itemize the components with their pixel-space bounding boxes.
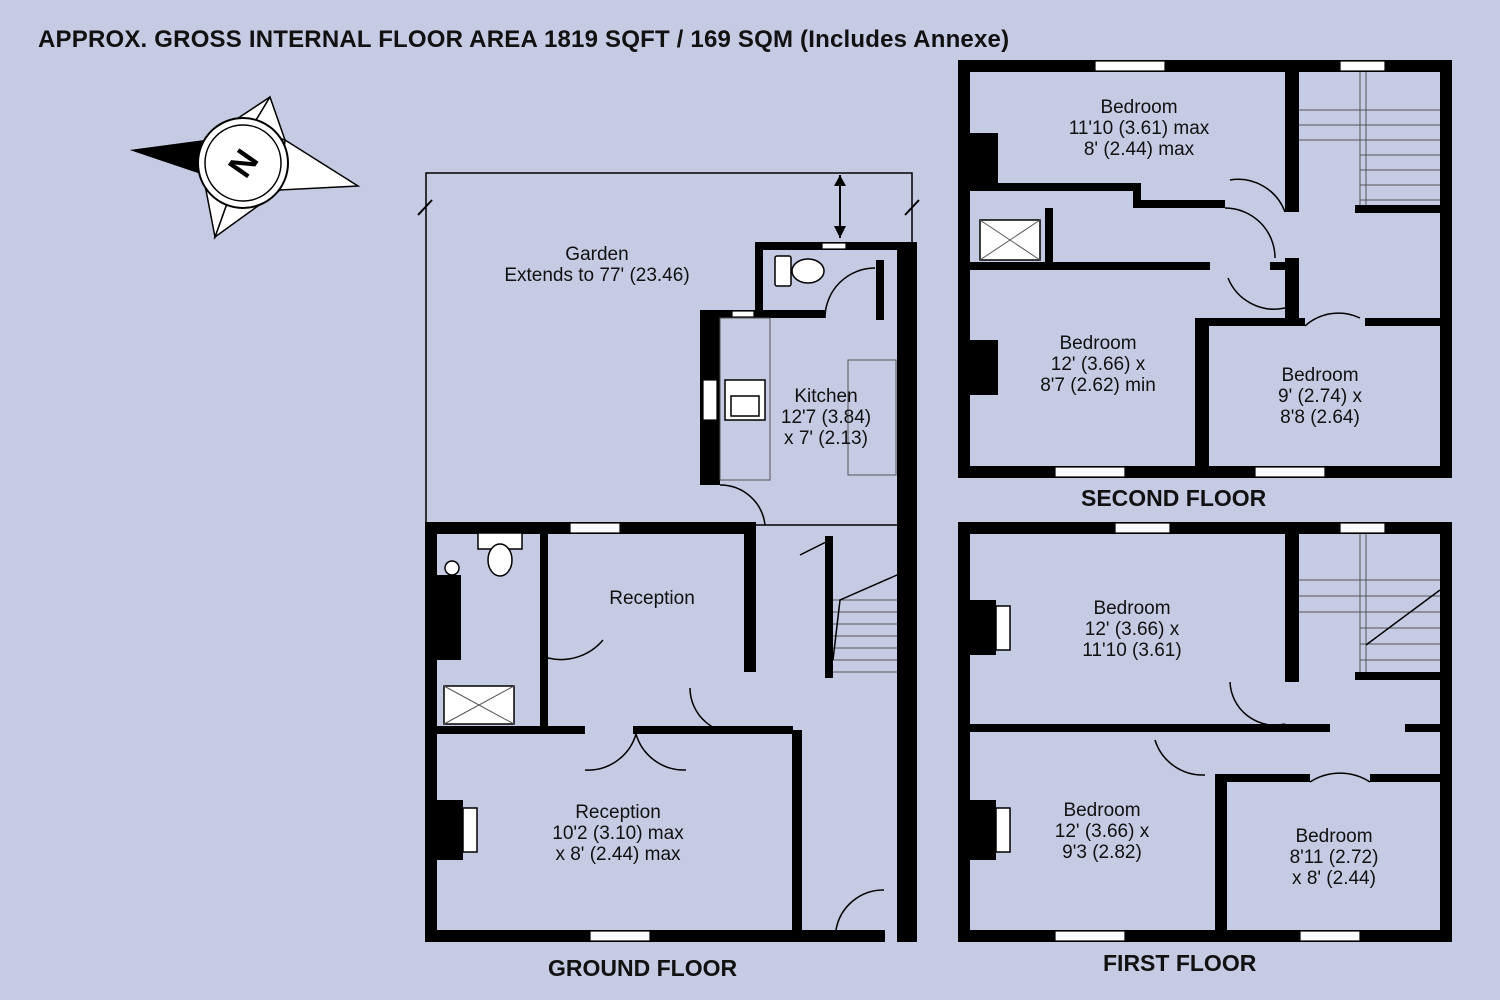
first-bedroom-top-dimension-2: 11'10 (3.61) (1082, 640, 1182, 661)
second-bedroom-left-name: Bedroom (1059, 333, 1137, 354)
second-bedroom-right-dimension-1: 9' (2.74) x (1278, 386, 1362, 407)
room-first-bedroom-right: Bedroom 8'11 (2.72) x 8' (2.44) (1290, 826, 1379, 889)
garden-dimension: Extends to 77' (23.46) (504, 265, 690, 286)
second-bedroom-left-dimension-2: 8'7 (2.62) min (1040, 375, 1156, 396)
kitchen-dimension-1: 12'7 (3.84) (780, 407, 872, 428)
garden-name: Garden (565, 244, 629, 265)
ground-floor-label: GROUND FLOOR (548, 955, 738, 981)
second-bedroom-top-name: Bedroom (1100, 97, 1178, 118)
ground-floor-plan (417, 172, 920, 942)
second-bedroom-right-name: Bedroom (1281, 365, 1359, 386)
room-reception-lower: Reception 10'2 (3.10) max x 8' (2.44) ma… (552, 802, 683, 865)
room-second-bedroom-left: Bedroom 12' (3.66) x 8'7 (2.62) min (1040, 333, 1156, 396)
first-bedroom-right-dimension-2: x 8' (2.44) (1292, 868, 1376, 889)
second-bedroom-top-dimension-2: 8' (2.44) max (1083, 139, 1195, 160)
compass-north-icon: N (130, 95, 361, 240)
reception-lower-dimension-2: x 8' (2.44) max (555, 844, 681, 865)
reception-lower-dimension-1: 10'2 (3.10) max (552, 823, 684, 844)
second-bedroom-left-dimension-1: 12' (3.66) x (1050, 354, 1146, 375)
first-bedroom-right-dimension-1: 8'11 (2.72) (1289, 847, 1379, 868)
second-floor-plan (958, 60, 1452, 478)
floor-area-title: APPROX. GROSS INTERNAL FLOOR AREA 1819 S… (38, 26, 1010, 53)
room-garden: Garden Extends to 77' (23.46) (504, 244, 689, 286)
first-floor-plan (958, 522, 1452, 942)
kitchen-dimension-2: x 7' (2.13) (784, 428, 868, 449)
first-bedroom-left-dimension-2: 9'3 (2.82) (1062, 842, 1142, 863)
room-first-bedroom-left: Bedroom 12' (3.66) x 9'3 (2.82) (1055, 800, 1149, 863)
second-floor-label: SECOND FLOOR (1081, 485, 1267, 511)
reception-lower-name: Reception (575, 802, 661, 823)
room-reception-upper: Reception (609, 588, 695, 609)
room-second-bedroom-top: Bedroom 11'10 (3.61) max 8' (2.44) max (1069, 97, 1210, 160)
first-bedroom-left-name: Bedroom (1063, 800, 1141, 821)
room-first-bedroom-top: Bedroom 12' (3.66) x 11'10 (3.61) (1082, 598, 1181, 661)
second-bedroom-right-dimension-2: 8'8 (2.64) (1280, 407, 1360, 428)
second-bedroom-top-dimension-1: 11'10 (3.61) max (1068, 118, 1210, 139)
first-bedroom-top-name: Bedroom (1093, 598, 1171, 619)
first-bedroom-right-name: Bedroom (1295, 826, 1373, 847)
first-floor-label: FIRST FLOOR (1103, 950, 1257, 976)
first-bedroom-left-dimension-1: 12' (3.66) x (1054, 821, 1150, 842)
room-second-bedroom-right: Bedroom 9' (2.74) x 8'8 (2.64) (1278, 365, 1362, 428)
reception-upper-name: Reception (609, 588, 695, 609)
kitchen-name: Kitchen (794, 386, 858, 407)
first-bedroom-top-dimension-1: 12' (3.66) x (1084, 619, 1180, 640)
room-kitchen: Kitchen 12'7 (3.84) x 7' (2.13) (781, 386, 871, 449)
